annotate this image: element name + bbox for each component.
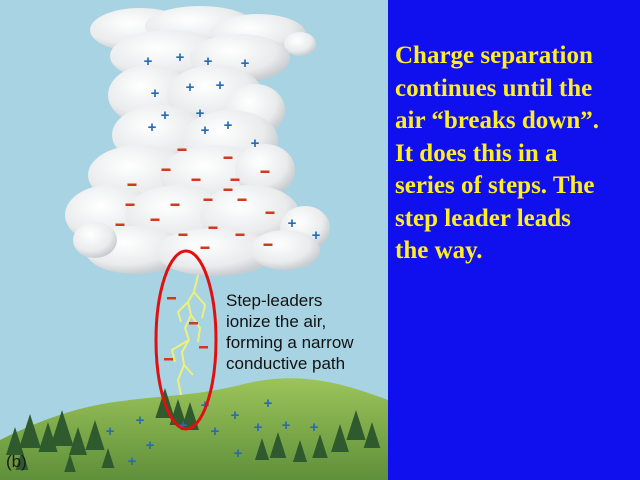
- caption-line: forming a narrow: [226, 333, 354, 352]
- negative-charge-icon: [200, 246, 210, 249]
- negative-charge-icon: [223, 156, 233, 159]
- tree-icon: [346, 410, 366, 440]
- positive-charge-icon: +: [106, 423, 115, 440]
- tree-icon: [363, 422, 381, 448]
- text-line: Charge separation: [395, 42, 593, 69]
- thundercloud-illustration: ++++++++++++++++++++++++++++: [0, 0, 388, 480]
- figure-caption: Step-leaders ionize the air, forming a n…: [226, 290, 386, 374]
- charge-symbols: ++++++++++++++++++++++++++++: [106, 49, 321, 470]
- positive-charge-icon: +: [234, 445, 243, 462]
- positive-charge-icon: +: [204, 53, 213, 70]
- positive-charge-icon: +: [151, 85, 160, 102]
- positive-charge-icon: +: [148, 119, 157, 136]
- text-line: step leader leads: [395, 204, 571, 232]
- negative-charge-icon: [208, 226, 218, 229]
- negative-charge-icon: [115, 223, 125, 226]
- tree-icon: [64, 454, 76, 472]
- negative-charge-icon: [127, 183, 137, 186]
- tree-icon: [101, 448, 115, 468]
- negative-charge-icon: [235, 233, 245, 236]
- tree-icon: [312, 434, 328, 458]
- negative-charge-icon: [203, 198, 213, 201]
- positive-charge-icon: +: [310, 419, 319, 436]
- tree-icon: [292, 440, 308, 462]
- positive-charge-icon: +: [186, 79, 195, 96]
- negative-charge-icon: [177, 148, 187, 151]
- caption-line: Step-leaders: [226, 291, 323, 310]
- tree-icon: [331, 424, 349, 452]
- negative-charge-icon: [125, 203, 135, 206]
- figure-panel-label: (b): [6, 452, 27, 471]
- negative-charge-icon: [260, 170, 270, 173]
- tree-icon: [85, 420, 105, 450]
- positive-charge-icon: +: [224, 117, 233, 134]
- leader-negative-charges: [164, 297, 208, 361]
- positive-charge-icon: +: [241, 55, 250, 72]
- positive-charge-icon: +: [231, 407, 240, 424]
- text-line: air “breaks down”.: [395, 107, 599, 134]
- negative-charge-icon: [170, 203, 180, 206]
- negative-charge-icon: [150, 218, 160, 221]
- positive-charge-icon: +: [161, 107, 170, 124]
- positive-charge-icon: +: [136, 412, 145, 429]
- positive-charge-icon: +: [282, 417, 291, 434]
- tree-icon: [50, 410, 74, 446]
- slide-body-text: Charge separation continues until the ai…: [395, 40, 635, 268]
- tree-icon: [181, 402, 199, 430]
- tree-icon: [254, 438, 270, 460]
- thundercloud-figure: ++++++++++++++++++++++++++++ (b) Step-le…: [0, 0, 388, 480]
- positive-charge-icon: +: [312, 227, 321, 244]
- positive-charge-icon: +: [254, 419, 263, 436]
- text-line: continues until the: [395, 74, 593, 102]
- negative-charge-icon: [178, 233, 188, 236]
- positive-charge-icon: +: [264, 395, 273, 412]
- positive-charge-icon: +: [216, 77, 225, 94]
- positive-charge-icon: +: [179, 417, 188, 434]
- positive-charge-icon: +: [144, 53, 153, 70]
- negative-charge-icon: [237, 198, 247, 201]
- caption-line: conductive path: [226, 354, 346, 373]
- positive-charge-icon: +: [251, 135, 260, 152]
- tree-icon: [269, 432, 287, 458]
- tree-icon: [15, 450, 29, 470]
- tree-cluster: [6, 388, 381, 472]
- tree-icon: [69, 427, 87, 455]
- positive-charge-icon: +: [211, 423, 220, 440]
- text-line: It does this in a: [395, 139, 558, 167]
- negative-charge-icon: [230, 178, 240, 181]
- tree-icon: [169, 399, 187, 425]
- negative-charge-icon: [191, 178, 201, 181]
- negative-charge-icon: [263, 243, 273, 246]
- step-leader-lightning: [171, 274, 206, 396]
- text-line: the way.: [395, 237, 483, 264]
- positive-charge-icon: +: [176, 49, 185, 66]
- text-line: series of steps. The: [395, 172, 595, 199]
- negative-charge-icon: [265, 211, 275, 214]
- positive-charge-icon: +: [146, 437, 155, 454]
- highlight-ellipse: [154, 249, 218, 431]
- caption-line: ionize the air,: [226, 312, 327, 331]
- positive-charge-icon: +: [288, 215, 297, 232]
- tree-icon: [19, 414, 41, 448]
- negative-charge-icon: [161, 168, 171, 171]
- positive-charge-icon: +: [201, 122, 210, 139]
- positive-charge-icon: +: [196, 105, 205, 122]
- negative-charge-icon: [223, 188, 233, 191]
- positive-charge-icon: +: [128, 453, 137, 470]
